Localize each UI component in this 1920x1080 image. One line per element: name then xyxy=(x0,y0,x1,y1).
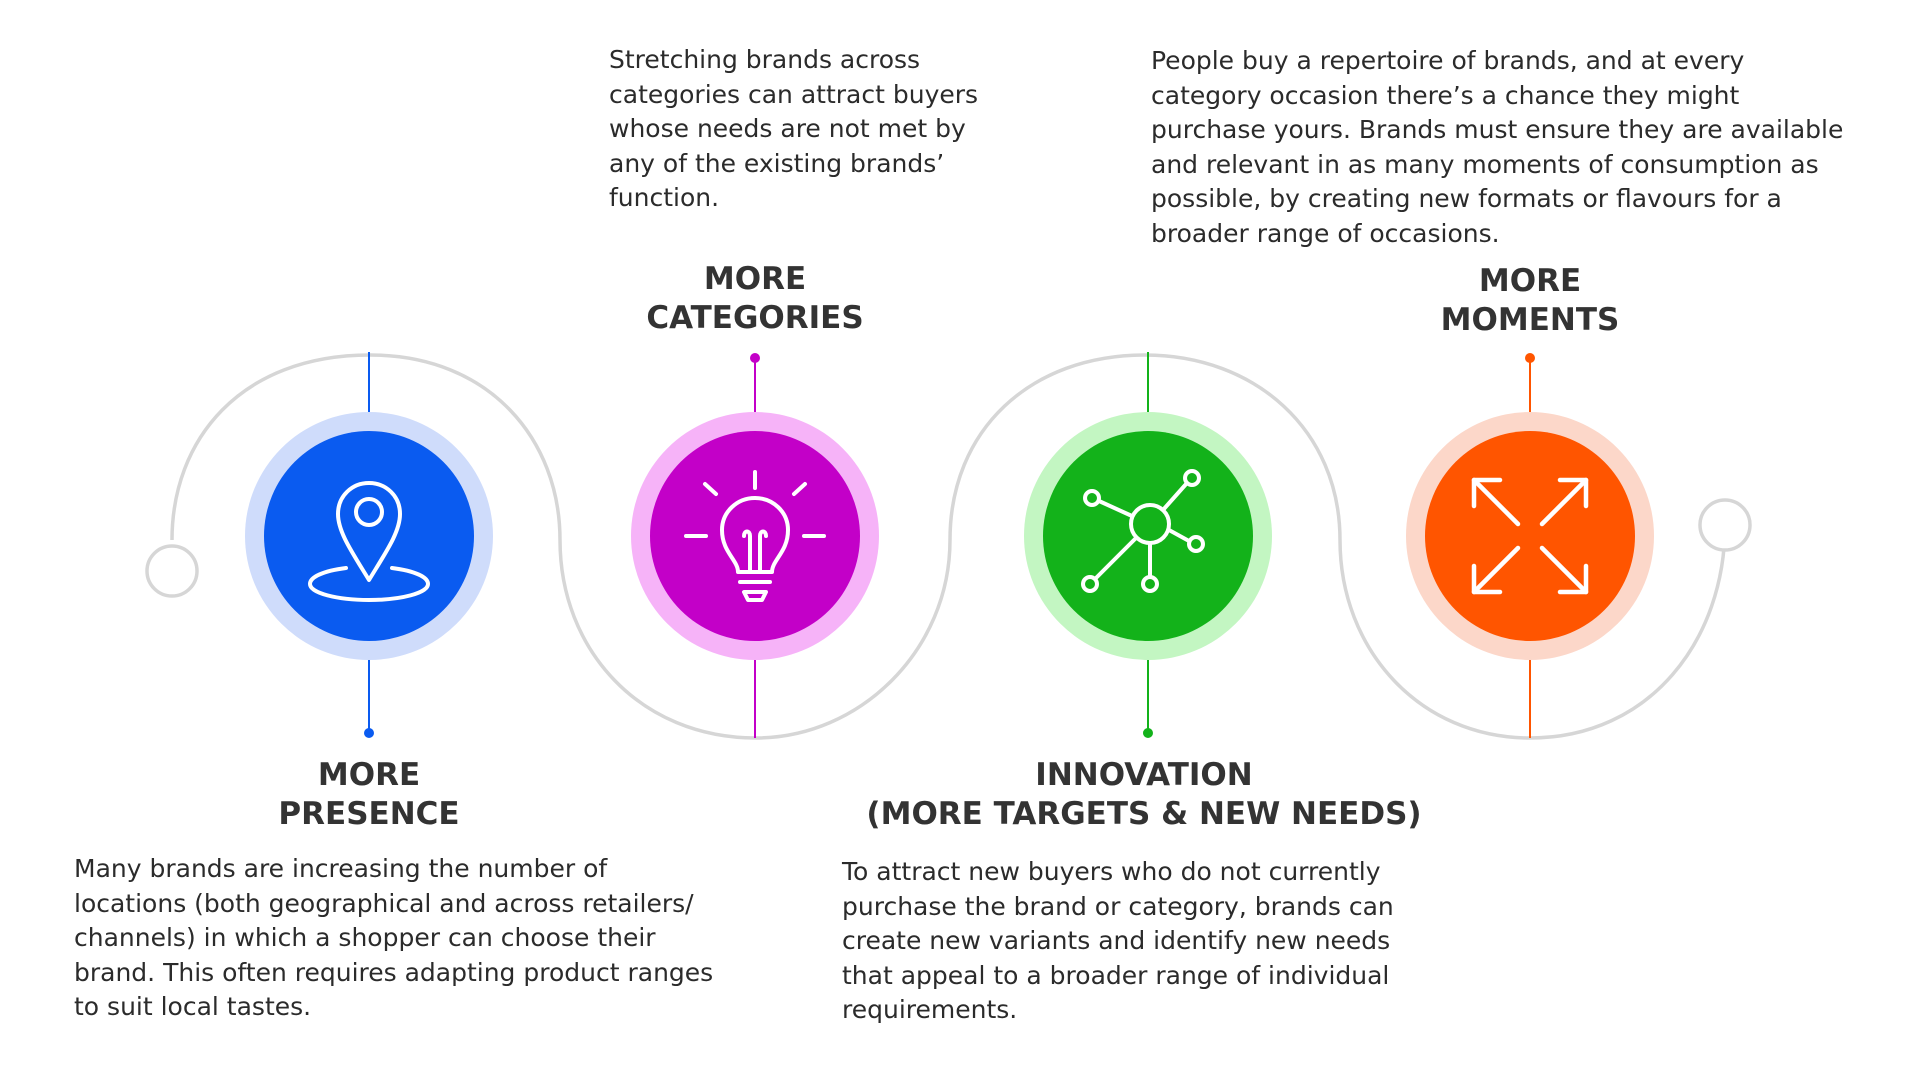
innovation-description: To attract new buyers who do not current… xyxy=(842,857,1394,1024)
network-nodes-icon xyxy=(1081,469,1205,593)
moments-description: People buy a repertoire of brands, and a… xyxy=(1151,46,1844,248)
categories-circle xyxy=(650,431,860,641)
categories-heading: MORE CATEGORIES xyxy=(646,261,864,336)
innovation-connector-dot xyxy=(1143,728,1153,738)
lightbulb-icon xyxy=(684,470,826,602)
track-start-node xyxy=(145,544,199,598)
expand-arrows-icon xyxy=(1471,477,1589,595)
location-pin-icon xyxy=(308,481,430,602)
presence-description: Many brands are increasing the number of… xyxy=(74,854,714,1021)
serpentine-track xyxy=(170,353,1727,740)
presence-circle xyxy=(264,431,474,641)
categories-description: Stretching brands across categories can … xyxy=(609,45,979,212)
moments-circle xyxy=(1425,431,1635,641)
presence-heading: MORE PRESENCE xyxy=(278,757,460,832)
moments-heading: MORE MOMENTS xyxy=(1440,263,1620,338)
stage-moments xyxy=(1406,353,1654,738)
track-end-node xyxy=(1698,498,1752,552)
innovation-heading: INNOVATION (MORE TARGETS & NEW NEEDS) xyxy=(866,757,1422,832)
innovation-circle xyxy=(1043,431,1253,641)
stage-presence xyxy=(245,352,493,738)
stage-innovation xyxy=(1024,352,1272,738)
presence-connector-dot xyxy=(364,728,374,738)
stage-categories xyxy=(631,353,879,738)
